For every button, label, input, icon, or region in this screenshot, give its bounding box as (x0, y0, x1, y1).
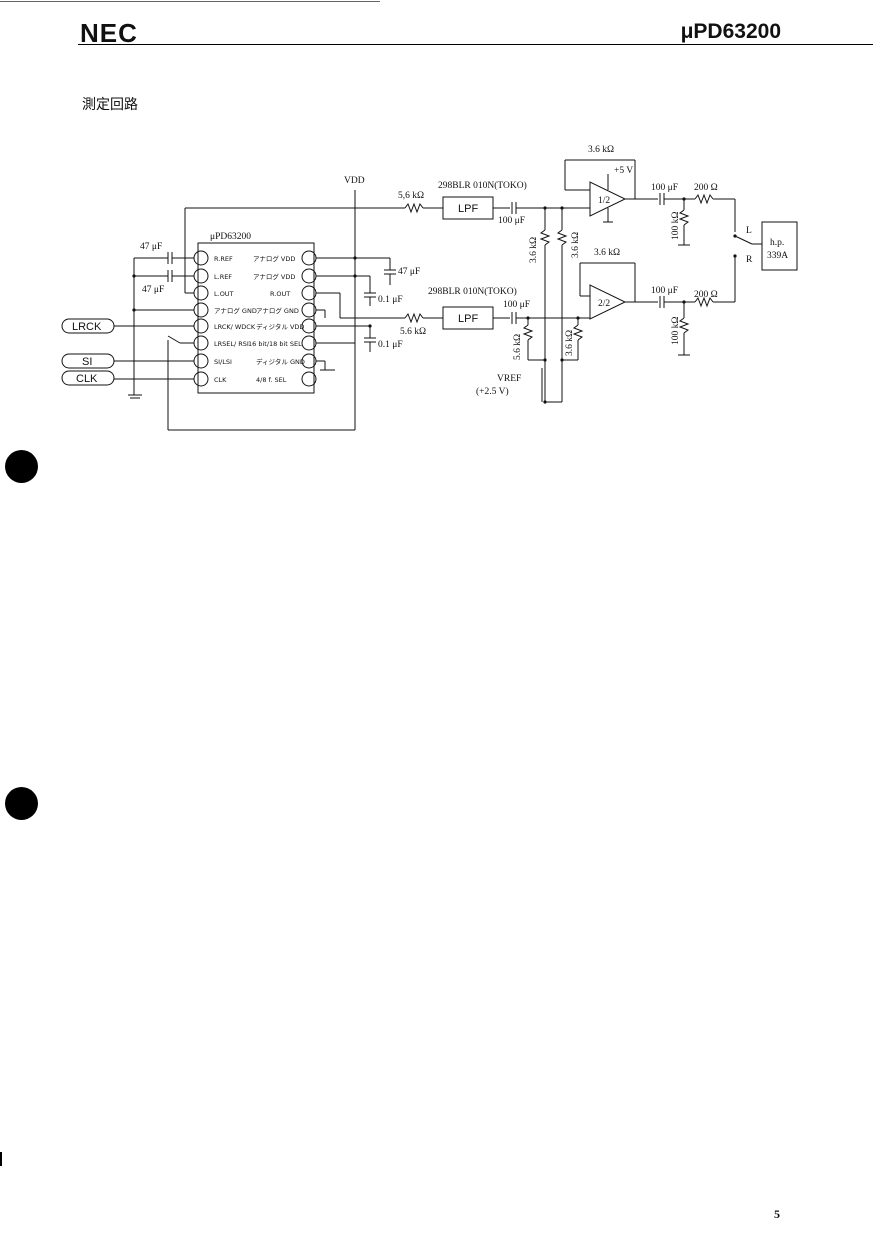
cap-47uF-3: 47 μF (398, 267, 420, 277)
pin-l2: L.REF (214, 273, 232, 281)
pin-l1: R.REF (214, 255, 233, 263)
pin-r4: アナログ GND (256, 306, 299, 315)
supply-label: +5 V (614, 166, 633, 176)
pin-r5: ディジタル VDD (256, 322, 304, 331)
lpf-bottom-label: LPF (458, 313, 478, 325)
res-5k6-bottom: 5.6 kΩ (400, 327, 426, 337)
res-5k6-v: 5.6 kΩ (513, 334, 523, 360)
cap-100uF-2: 100 μF (503, 300, 530, 310)
res-100k-top: 100 kΩ (671, 212, 681, 240)
res-3k6-v1: 3.6 kΩ (529, 237, 539, 263)
lpf-top-label: LPF (458, 203, 478, 215)
cap-01uF-1: 0.1 μF (378, 295, 403, 305)
meter-box (761, 221, 798, 271)
header-rule (78, 44, 873, 45)
ic-name-label: μPD63200 (210, 232, 251, 242)
res-3k6-fb-bottom: 3.6 kΩ (594, 248, 620, 258)
switch-l-label: L (746, 226, 752, 236)
res-3k6-fb-top: 3.6 kΩ (588, 145, 614, 155)
opamp-bottom (589, 284, 627, 320)
bullet-dot-2 (5, 787, 38, 820)
lrck-label: LRCK (72, 321, 102, 333)
vref-label: VREF (497, 374, 521, 384)
pin-r2: アナログ VDD (253, 272, 295, 281)
pin-l7: SI/LSI (214, 358, 232, 366)
vref-value: (+2.5 V) (476, 386, 509, 397)
section-title: 測定回路 (82, 97, 138, 113)
pin-r1: アナログ VDD (253, 254, 295, 263)
vdd-label: VDD (344, 176, 365, 186)
cap-01uF-2: 0.1 μF (378, 340, 403, 350)
filter-part-bottom: 298BLR 010N(TOKO) (428, 286, 517, 297)
part-number: μPD63200 (680, 20, 781, 43)
ic-body (197, 242, 315, 394)
edge-mark (0, 1152, 2, 1166)
pin-l8: CLK (214, 376, 227, 384)
opamp-bottom-label: 2/2 (598, 299, 610, 309)
top-rule (0, 1, 380, 2)
cap-100uF-3: 100 μF (651, 183, 678, 193)
opamp-top-label: 1/2 (598, 196, 610, 206)
switch-r-label: R (746, 255, 753, 265)
res-100k-bottom: 100 kΩ (671, 317, 681, 345)
pin-l3: L.OUT (214, 290, 234, 298)
res-200-bottom: 200 Ω (694, 290, 718, 300)
nec-logo: NEC (80, 18, 138, 48)
res-200-top: 200 Ω (694, 183, 718, 193)
cap-100uF-1: 100 μF (498, 216, 525, 226)
clk-label: CLK (76, 373, 98, 385)
pin-l4: アナログ GND (214, 306, 257, 315)
pin-r6: 16 bit/18 bit SEL (248, 340, 302, 348)
bullet-dot-1 (5, 450, 38, 483)
res-3k6-v2: 3.6 kΩ (571, 232, 581, 258)
pin-r8: 4/8 f. SEL (256, 376, 287, 384)
pin-l5: LRCK/ WDCK (214, 323, 256, 331)
meter-label-1: h.p. (770, 238, 784, 248)
res-5k6-top: 5,6 kΩ (398, 191, 424, 201)
cap-100uF-4: 100 μF (651, 286, 678, 296)
pin-l6: LRSEL/ RSI (214, 340, 249, 348)
pin-r7: ディジタル GND (256, 357, 305, 366)
clk-input-box (61, 370, 115, 386)
si-label: SI (82, 356, 92, 368)
filter-part-top: 298BLR 010N(TOKO) (438, 180, 527, 191)
opamp-top (589, 181, 627, 217)
meter-label-2: 339A (767, 251, 788, 261)
page-number: 5 (774, 1207, 780, 1221)
res-3k6-v3: 3.6 kΩ (565, 330, 575, 356)
cap-47uF-1: 47 μF (140, 242, 162, 252)
pin-r3: R.OUT (270, 290, 290, 298)
cap-47uF-2: 47 μF (142, 285, 164, 295)
